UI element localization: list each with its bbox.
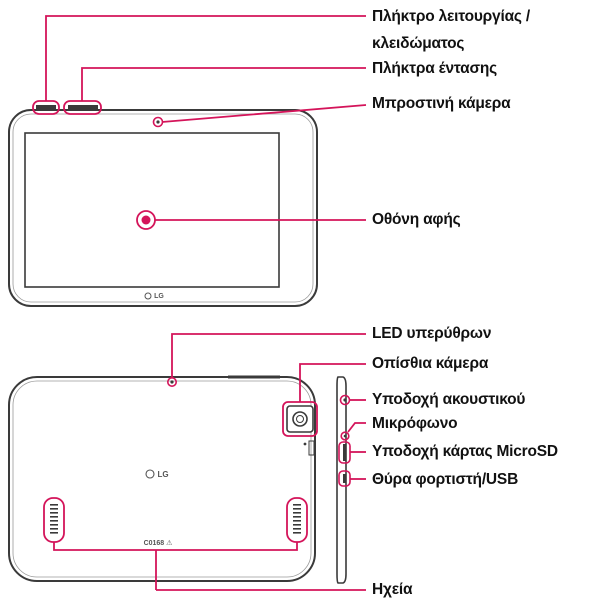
label-ir-led: LED υπερύθρων: [372, 325, 492, 342]
touch-screen: [24, 132, 280, 288]
headset-jack-marker: [339, 394, 351, 406]
side-profile: [336, 376, 347, 584]
back-view: LG C0168 ⚠: [8, 333, 366, 591]
label-speakers: Ηχεία: [372, 581, 413, 598]
side-view: [336, 376, 366, 584]
regulatory-mark: C0168 ⚠: [144, 539, 174, 547]
back-brand-logo-mark: [145, 469, 155, 479]
charger-usb-port: [343, 474, 346, 483]
front-brand-logo-mark: [144, 292, 152, 300]
headset-jack: [343, 398, 347, 402]
front-view: LG: [8, 15, 367, 307]
leader-power-lock: [45, 15, 366, 101]
volume-keys: [68, 105, 98, 111]
leader-front-camera: [161, 104, 367, 123]
rear-camera-lens-inner: [296, 415, 304, 423]
leader-speakers: [53, 542, 298, 551]
speaker-right-grille: [293, 504, 301, 534]
ir-led: [170, 380, 174, 384]
front-tablet-bezel-inner: [12, 113, 314, 303]
leader-ir-led: [171, 333, 366, 378]
rear-camera-housing: [286, 405, 314, 433]
leader-volume-keys: [81, 67, 366, 101]
microphone: [343, 434, 347, 438]
touch-screen-marker-dot: [141, 215, 151, 225]
front-camera-lens: [156, 120, 160, 124]
label-microsd-slot: Υποδοχή κάρτας MicroSD: [372, 443, 558, 460]
power-lock-key: [36, 105, 56, 111]
back-brand-logo: LG: [157, 470, 168, 479]
microphone-marker: [340, 431, 350, 441]
back-tablet-body: [8, 376, 316, 582]
label-power-lock-line2: κλειδώματος: [372, 35, 465, 52]
back-tablet-edge-inner: [12, 380, 312, 578]
rear-camera-lens: [292, 411, 308, 427]
leader-microphone: [347, 422, 366, 433]
leader-rear-camera: [299, 363, 366, 402]
label-volume-keys: Πλήκτρα έντασης: [372, 60, 498, 77]
rear-flash: [303, 442, 307, 446]
speaker-left-grille: [50, 504, 58, 534]
label-rear-camera: Οπίσθια κάμερα: [372, 355, 489, 372]
label-front-camera: Μπροστινή κάμερα: [372, 95, 511, 112]
label-touch-screen: Οθόνη αφής: [372, 211, 461, 228]
front-brand-logo: LG: [154, 293, 164, 300]
rear-side-bump: [308, 440, 315, 456]
label-charger-usb-port: Θύρα φορτιστή/USB: [372, 471, 519, 488]
label-microphone: Μικρόφωνο: [372, 415, 458, 432]
label-power-lock-line1: Πλήκτρο λειτουργίας /: [372, 8, 530, 25]
microsd-slot: [343, 444, 346, 461]
label-headset-jack: Υποδοχή ακουστικού: [372, 391, 526, 408]
